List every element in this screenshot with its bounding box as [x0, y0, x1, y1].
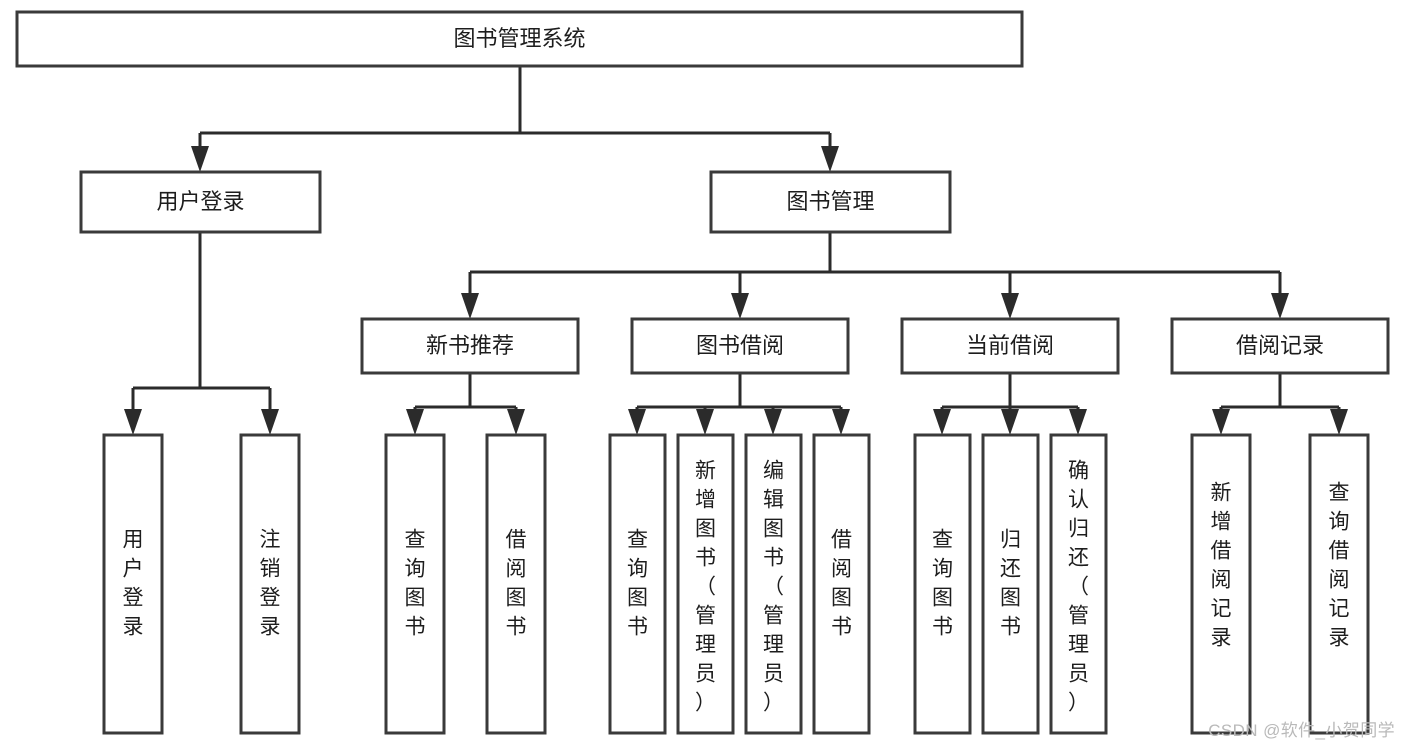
- node-box[interactable]: [630, 317, 850, 375]
- node-label: 新增图书（管理员）: [695, 459, 716, 714]
- arrow-head-icon: [1271, 293, 1289, 319]
- arrow-head-icon: [124, 409, 142, 435]
- arrow-head-icon: [507, 409, 525, 435]
- node-leaf-borrow-book-recommend[interactable]: 借阅图书: [485, 433, 547, 735]
- arrow-head-icon: [628, 409, 646, 435]
- arrow-head-icon: [261, 409, 279, 435]
- nodes-layer: 图书管理系统用户登录图书管理新书推荐图书借阅当前借阅借阅记录用户登录注销登录查询…: [15, 10, 1390, 735]
- node-current-borrow[interactable]: 当前借阅: [900, 317, 1120, 375]
- node-leaf-borrow-book[interactable]: 借阅图书: [812, 433, 871, 735]
- node-leaf-add-borrow-record[interactable]: 新增借阅记录: [1190, 433, 1252, 735]
- node-box[interactable]: [384, 433, 446, 735]
- connector-bus-book-manage: [461, 232, 1289, 319]
- node-box[interactable]: [1308, 433, 1370, 735]
- node-label: 用户登录: [156, 189, 244, 214]
- node-leaf-user-login[interactable]: 用户登录: [102, 433, 164, 735]
- node-box[interactable]: [744, 433, 803, 735]
- node-label: 图书管理: [786, 189, 874, 214]
- node-box[interactable]: [981, 433, 1040, 735]
- node-leaf-edit-book[interactable]: 编辑图书（管理员）: [744, 433, 803, 735]
- node-label: 查询图书: [932, 528, 953, 638]
- node-label: 图书管理系统: [453, 26, 585, 51]
- node-leaf-add-book[interactable]: 新增图书（管理员）: [676, 433, 735, 735]
- node-box[interactable]: [1170, 317, 1390, 375]
- connector-bus-root: [191, 66, 839, 172]
- arrow-head-icon: [1001, 409, 1019, 435]
- connector-bus-borrow-record: [1212, 373, 1348, 435]
- arrow-head-icon: [821, 146, 839, 172]
- arrow-head-icon: [1001, 293, 1019, 319]
- connector-bus-current-borrow: [933, 373, 1087, 435]
- node-label: 注销登录: [260, 528, 281, 638]
- arrow-head-icon: [1212, 409, 1230, 435]
- node-box[interactable]: [812, 433, 871, 735]
- node-box[interactable]: [676, 433, 735, 735]
- arrow-head-icon: [461, 293, 479, 319]
- node-box[interactable]: [239, 433, 301, 735]
- node-label: 新增借阅记录: [1211, 481, 1232, 649]
- node-book-manage[interactable]: 图书管理: [709, 170, 952, 234]
- node-box[interactable]: [1049, 433, 1108, 735]
- node-box[interactable]: [709, 170, 952, 234]
- node-leaf-logout-login[interactable]: 注销登录: [239, 433, 301, 735]
- node-label: 确认归还（管理员）: [1068, 459, 1089, 714]
- node-label: 归还图书: [1000, 528, 1021, 638]
- node-box[interactable]: [900, 317, 1120, 375]
- node-leaf-query-book-borrow[interactable]: 查询图书: [608, 433, 667, 735]
- arrow-head-icon: [731, 293, 749, 319]
- node-leaf-query-book-current[interactable]: 查询图书: [913, 433, 972, 735]
- node-box[interactable]: [485, 433, 547, 735]
- node-leaf-return-book[interactable]: 归还图书: [981, 433, 1040, 735]
- node-label: 当前借阅: [966, 333, 1054, 358]
- node-leaf-query-borrow-record[interactable]: 查询借阅记录: [1308, 433, 1370, 735]
- node-box[interactable]: [15, 10, 1024, 68]
- node-label: 查询图书: [405, 528, 426, 638]
- node-label: 编辑图书（管理员）: [763, 459, 784, 714]
- arrow-head-icon: [406, 409, 424, 435]
- arrow-head-icon: [1069, 409, 1087, 435]
- node-label: 用户登录: [123, 528, 144, 638]
- connector-bus-new-book: [406, 373, 525, 435]
- node-leaf-query-book-recommend[interactable]: 查询图书: [384, 433, 446, 735]
- node-new-book-recommend[interactable]: 新书推荐: [360, 317, 580, 375]
- connector-bus-book-borrow: [628, 373, 850, 435]
- arrow-head-icon: [696, 409, 714, 435]
- node-label: 查询借阅记录: [1329, 481, 1350, 649]
- node-box[interactable]: [102, 433, 164, 735]
- node-root[interactable]: 图书管理系统: [15, 10, 1024, 68]
- arrow-head-icon: [1330, 409, 1348, 435]
- node-label: 借阅图书: [831, 528, 852, 638]
- node-leaf-confirm-return[interactable]: 确认归还（管理员）: [1049, 433, 1108, 735]
- node-book-borrow[interactable]: 图书借阅: [630, 317, 850, 375]
- node-label: 借阅图书: [506, 528, 527, 638]
- connector-bus-user-login: [124, 232, 279, 435]
- node-box[interactable]: [360, 317, 580, 375]
- arrow-head-icon: [832, 409, 850, 435]
- node-box[interactable]: [608, 433, 667, 735]
- arrow-head-icon: [764, 409, 782, 435]
- arrow-head-icon: [191, 146, 209, 172]
- node-box[interactable]: [79, 170, 322, 234]
- arrow-head-icon: [933, 409, 951, 435]
- node-label: 借阅记录: [1236, 333, 1324, 358]
- node-label: 图书借阅: [696, 333, 784, 358]
- connectors-layer: [124, 66, 1348, 435]
- node-box[interactable]: [913, 433, 972, 735]
- node-box[interactable]: [1190, 433, 1252, 735]
- node-label: 查询图书: [627, 528, 648, 638]
- node-borrow-record[interactable]: 借阅记录: [1170, 317, 1390, 375]
- node-label: 新书推荐: [426, 333, 514, 358]
- node-user-login[interactable]: 用户登录: [79, 170, 322, 234]
